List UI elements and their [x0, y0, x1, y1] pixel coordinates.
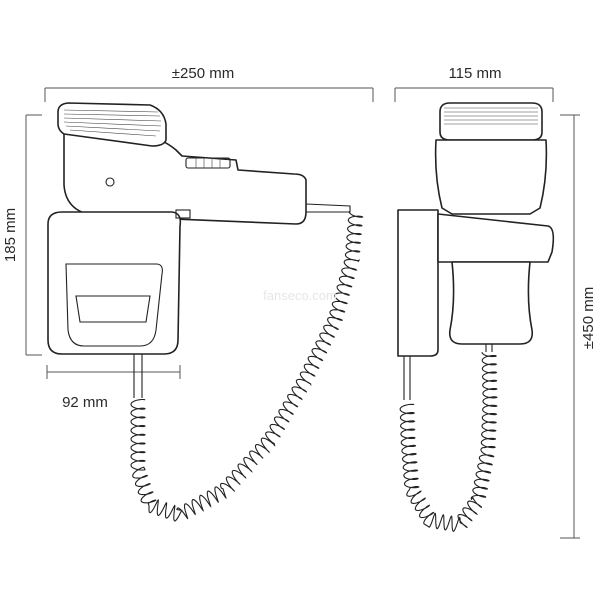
side-body-upper: [434, 139, 548, 215]
holder-shadow-front: [75, 295, 151, 323]
cable-up-side: [485, 344, 493, 352]
cord-stem-front: [305, 203, 351, 213]
side-holder: [437, 213, 555, 263]
depth-dimension-label: 115 mm: [448, 65, 501, 82]
wall-holder-front: [47, 211, 182, 355]
height-dimension: 185 mm: [2, 114, 42, 356]
side-nozzle-grille: [444, 107, 538, 125]
coiled-cord-front: [130, 211, 364, 522]
holder-width-dimension-label: 92 mm: [62, 394, 108, 411]
cable-down-front: [133, 354, 143, 398]
width-dimension-label: ±250 mm: [172, 65, 234, 82]
dryer-front-view: [47, 102, 351, 398]
coiled-cord-side: [399, 351, 498, 532]
width-dimension: ±250 mm: [44, 65, 374, 102]
total-height-dimension-label: ±450 mm: [580, 287, 597, 349]
holder-width-dimension: 92 mm: [46, 365, 181, 411]
side-body-lower: [448, 261, 534, 345]
cool-button: [105, 177, 115, 187]
side-wall-plate: [397, 209, 439, 357]
nozzle-grille: [63, 109, 162, 137]
height-dimension-label: 185 mm: [2, 208, 19, 262]
holder-inner-front: [65, 263, 163, 347]
depth-dimension: 115 mm: [394, 65, 554, 102]
coil-path: [399, 351, 498, 532]
cable-down-side: [403, 356, 411, 400]
total-height-dimension: ±450 mm: [560, 114, 597, 539]
side-nozzle: [439, 102, 543, 141]
coil-path: [130, 211, 364, 522]
watermark: fanseco.com: [263, 288, 337, 303]
dryer-nozzle: [57, 102, 167, 147]
power-switch: [185, 157, 231, 169]
dryer-side-view: [397, 102, 555, 400]
